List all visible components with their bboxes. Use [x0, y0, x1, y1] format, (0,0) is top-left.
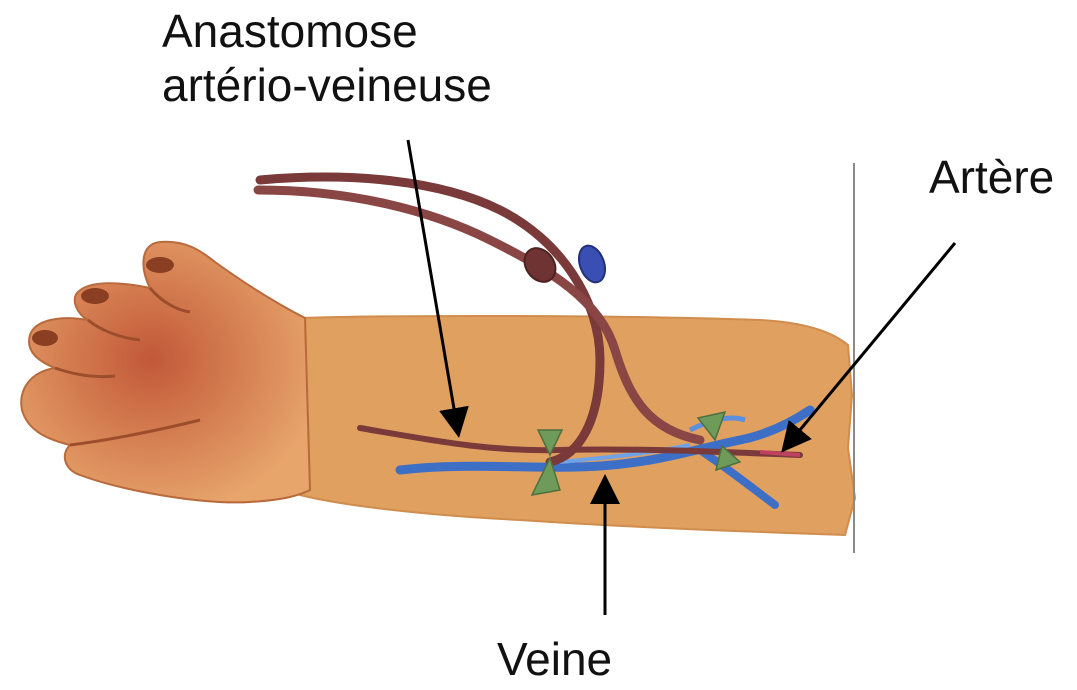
vein-label: Veine [497, 632, 612, 686]
anastomosis-label: Anastomose artério-veineuse [162, 4, 492, 112]
anastomosis-label-line1: Anastomose [162, 4, 492, 58]
anastomosis-label-line2: artério-veineuse [162, 58, 492, 112]
artery-label: Artère [929, 150, 1054, 204]
hand [21, 242, 310, 503]
